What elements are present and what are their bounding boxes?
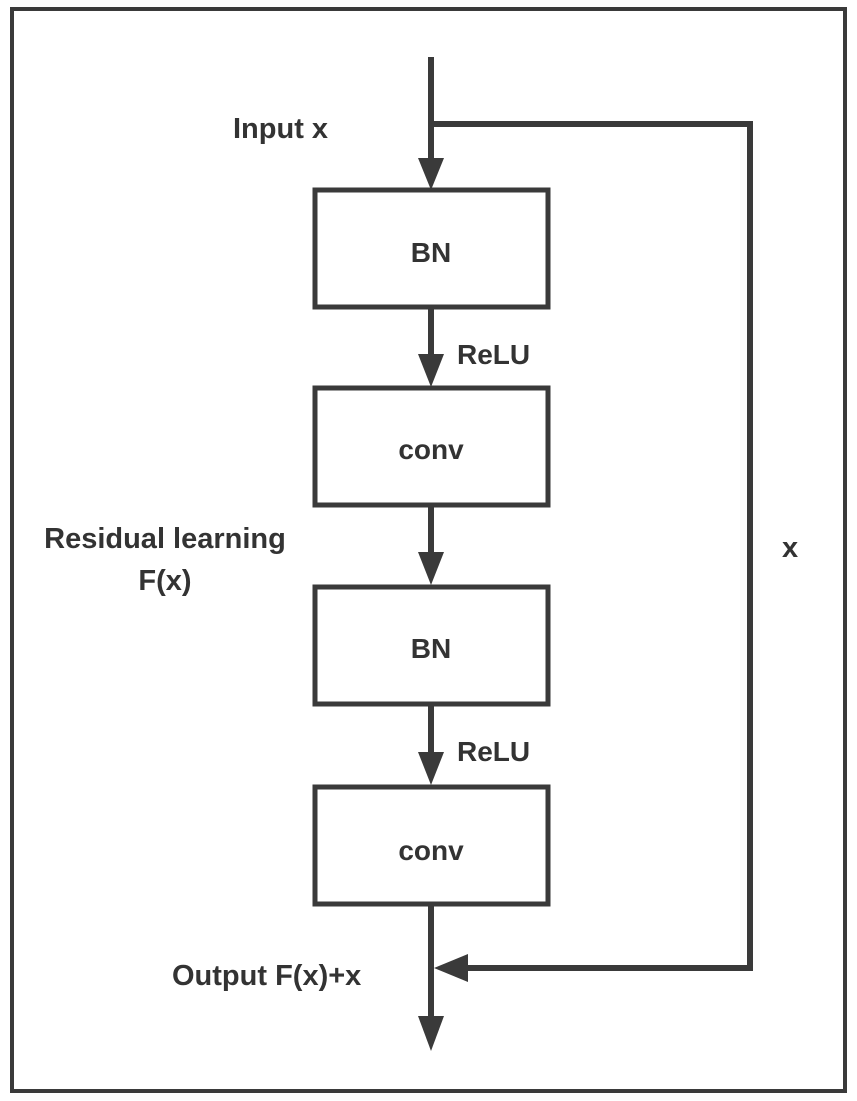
arrow-head-skip xyxy=(434,954,468,982)
arrow-head-bn1-conv1 xyxy=(418,354,444,387)
conv-box-1-label: conv xyxy=(398,434,464,465)
arrow-head-input xyxy=(418,158,444,190)
residual-fx-label: F(x) xyxy=(138,565,191,597)
output-label: Output F(x)+x xyxy=(172,960,361,992)
bn-box-1 xyxy=(312,187,551,310)
skip-x-label: x xyxy=(782,532,798,564)
input-label: Input x xyxy=(233,113,328,145)
relu-label-1: ReLU xyxy=(457,339,530,370)
conv-box-1 xyxy=(312,385,551,508)
arrow-head-bn2-conv2 xyxy=(418,752,444,785)
conv-box-2 xyxy=(312,784,551,907)
outer-frame xyxy=(10,7,847,1093)
bn-box-2-label: BN xyxy=(411,633,451,664)
bn-box-2 xyxy=(312,584,551,707)
conv-box-2-label: conv xyxy=(398,835,464,866)
arrow-head-conv1-bn2 xyxy=(418,552,444,585)
relu-label-2: ReLU xyxy=(457,736,530,767)
skip-connection-edge xyxy=(431,121,753,971)
arrow-head-output xyxy=(418,1016,444,1051)
residual-learning-label: Residual learning xyxy=(44,523,286,555)
bn-box-1-label: BN xyxy=(411,237,451,268)
